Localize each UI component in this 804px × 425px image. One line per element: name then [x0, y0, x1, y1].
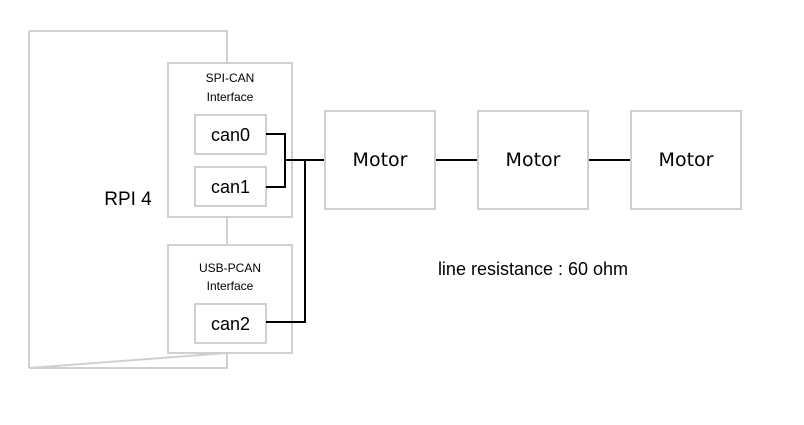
motor-3-box [630, 110, 742, 210]
motor-2-box [477, 110, 589, 210]
motor-1-label: Motor [353, 149, 408, 171]
usb-pcan-title-line1: USB-PCAN [199, 261, 261, 275]
spi-can-title-line1: SPI-CAN [206, 71, 255, 85]
can2-wire [266, 160, 306, 323]
can0-port-box [194, 114, 267, 155]
motor-3-label: Motor [659, 149, 714, 171]
can0-wire [266, 133, 286, 160]
rpi4-box [28, 30, 228, 369]
motor-2-label: Motor [506, 149, 561, 171]
can1-wire [266, 160, 286, 188]
can1-port-box [194, 166, 267, 207]
usb-pcan-title-line2: Interface [207, 279, 254, 293]
can1-label: can1 [211, 177, 250, 197]
line-resistance-note: line resistance : 60 ohm [438, 259, 628, 279]
can2-port-box [194, 303, 267, 344]
rpi4-label: RPI 4 [104, 189, 152, 210]
motor-1-box [324, 110, 436, 210]
can0-label: can0 [211, 125, 250, 145]
can2-label: can2 [211, 314, 250, 334]
spi-can-title-line2: Interface [207, 90, 254, 104]
